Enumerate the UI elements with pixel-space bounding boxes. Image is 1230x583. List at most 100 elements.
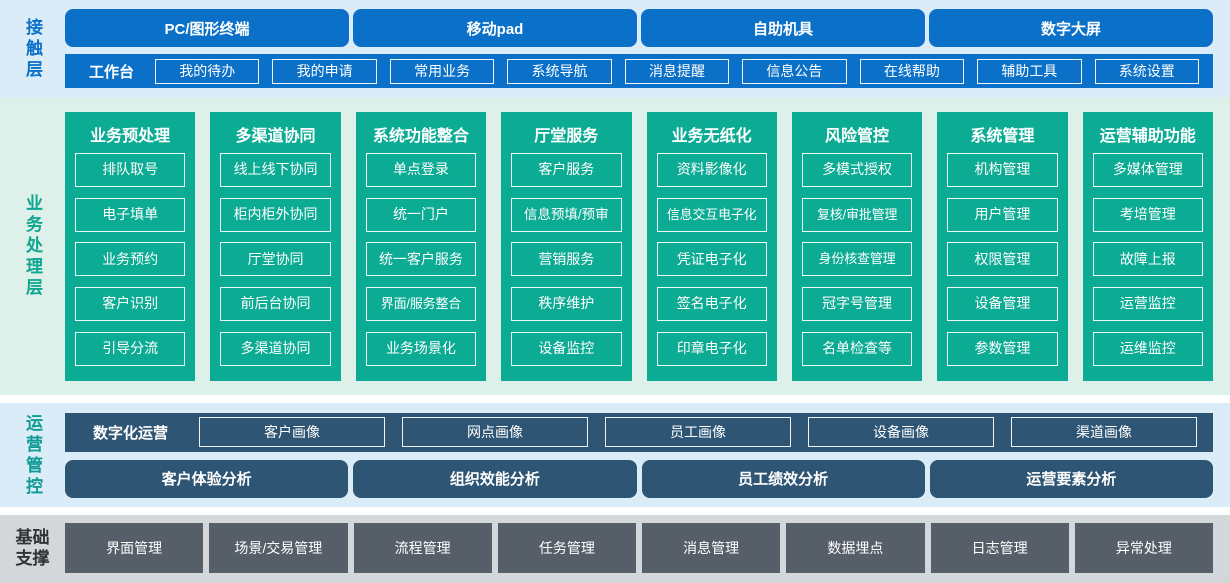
digital-operation-bar: 数字化运营 客户画像 网点画像 员工画像 设备画像 渠道画像 [65, 413, 1213, 452]
device-digital-screen: 数字大屏 [929, 9, 1213, 47]
column-title: 业务无纸化 [671, 128, 752, 145]
workbench-item-online-help: 在线帮助 [859, 58, 965, 84]
function-item: 签名电子化 [656, 287, 767, 322]
base-log-management: 日志管理 [930, 523, 1069, 573]
function-item: 单点登录 [365, 153, 477, 188]
operation-control-section: 运营管控 数字化运营 客户画像 网点画像 员工画像 设备画像 渠道画像 客户体验… [0, 403, 1230, 507]
function-item: 故障上报 [1092, 242, 1203, 277]
function-item: 运维监控 [1092, 331, 1203, 366]
workbench-item-message-reminder: 消息提醒 [624, 58, 730, 84]
function-item: 冠字号管理 [801, 287, 913, 322]
column-title: 风险管控 [825, 128, 890, 145]
workbench-item-system-settings: 系统设置 [1094, 58, 1199, 84]
column-title: 系统管理 [970, 128, 1035, 145]
device-row: PC/图形终端 移动pad 自助机具 数字大屏 [65, 9, 1213, 47]
device-self-service-machine: 自助机具 [641, 9, 925, 47]
column-title: 厅堂服务 [534, 128, 599, 145]
operation-control-gutter: 运营管控 [0, 413, 65, 498]
function-item: 多模式授权 [801, 153, 913, 188]
analysis-organization-efficiency: 组织效能分析 [353, 459, 637, 498]
business-layer-label: 业务处理层 [23, 194, 42, 299]
workbench-item-common-business: 常用业务 [389, 58, 495, 84]
column-title: 运营辅助功能 [1099, 128, 1196, 145]
function-item: 前后台协同 [220, 287, 331, 322]
portrait-customer: 客户画像 [199, 417, 386, 448]
function-item: 统一客户服务 [365, 242, 477, 277]
function-item: 电子填单 [75, 197, 186, 232]
function-item: 运营监控 [1092, 287, 1203, 322]
base-data-tracking: 数据埋点 [786, 523, 925, 573]
function-item: 参数管理 [947, 331, 1058, 366]
operation-control-label: 运营管控 [23, 413, 42, 498]
workbench-item-system-navigation: 系统导航 [507, 58, 612, 84]
column-risk-control: 风险管控 多模式授权 复核/审批管理 身份核查管理 冠字号管理 名单检查等 [791, 112, 923, 381]
function-item: 信息预填/预审 [511, 197, 622, 232]
function-item: 凭证电子化 [656, 242, 767, 277]
portrait-employee: 员工画像 [605, 417, 792, 448]
section-divider [0, 507, 1230, 515]
base-exception-handling: 异常处理 [1074, 523, 1213, 573]
workbench-item-auxiliary-tools: 辅助工具 [977, 58, 1082, 84]
base-task-management: 任务管理 [497, 523, 636, 573]
business-layer-section: 业务处理层 业务预处理 排队取号 电子填单 业务预约 客户识别 引导分流 多渠道… [0, 97, 1230, 395]
function-item: 引导分流 [75, 331, 186, 366]
base-support-label: 基础 支撑 [15, 527, 50, 568]
function-item: 界面/服务整合 [365, 287, 477, 322]
device-pc-terminal: PC/图形终端 [65, 9, 349, 47]
portrait-channel: 渠道画像 [1011, 417, 1198, 448]
function-item: 设备监控 [511, 331, 622, 366]
analysis-row: 客户体验分析 组织效能分析 员工绩效分析 运营要素分析 [65, 459, 1213, 498]
workbench-bar: 工作台 我的待办 我的申请 常用业务 系统导航 消息提醒 信息公告 在线帮助 辅… [65, 54, 1213, 88]
base-support-gutter: 基础 支撑 [0, 523, 65, 573]
portrait-device: 设备画像 [808, 417, 995, 448]
base-interface-management: 界面管理 [65, 523, 204, 573]
column-title: 系统功能整合 [372, 128, 469, 145]
function-item: 柜内柜外协同 [220, 197, 331, 232]
device-mobile-pad: 移动pad [353, 9, 637, 47]
function-item: 印章电子化 [656, 331, 767, 366]
section-divider [0, 395, 1230, 403]
function-item: 设备管理 [947, 287, 1058, 322]
function-item: 权限管理 [947, 242, 1058, 277]
function-item: 线上线下协同 [220, 153, 331, 188]
business-columns: 业务预处理 排队取号 电子填单 业务预约 客户识别 引导分流 多渠道协同 线上线… [65, 112, 1213, 381]
contact-layer-label: 接触层 [23, 17, 42, 81]
function-item: 多媒体管理 [1092, 153, 1203, 188]
business-layer-gutter: 业务处理层 [0, 112, 65, 381]
base-support-row: 界面管理 场景/交易管理 流程管理 任务管理 消息管理 数据埋点 日志管理 异常… [65, 523, 1213, 573]
analysis-operation-elements: 运营要素分析 [929, 459, 1213, 498]
function-item: 考培管理 [1092, 197, 1203, 232]
base-message-management: 消息管理 [642, 523, 781, 573]
portrait-branch: 网点画像 [402, 417, 589, 448]
function-item: 业务场景化 [365, 331, 477, 366]
column-title: 业务预处理 [90, 128, 171, 145]
function-item: 信息交互电子化 [656, 197, 767, 232]
column-business-preprocessing: 业务预处理 排队取号 电子填单 业务预约 客户识别 引导分流 [65, 112, 196, 381]
function-item: 名单检查等 [801, 331, 913, 366]
contact-layer-section: 接触层 PC/图形终端 移动pad 自助机具 数字大屏 工作台 我的待办 我的申… [0, 0, 1230, 97]
digital-operation-label: 数字化运营 [93, 424, 169, 442]
base-process-management: 流程管理 [353, 523, 492, 573]
analysis-customer-experience: 客户体验分析 [65, 459, 349, 498]
function-item: 资料影像化 [656, 153, 767, 188]
column-multichannel-collaboration: 多渠道协同 线上线下协同 柜内柜外协同 厅堂协同 前后台协同 多渠道协同 [210, 112, 341, 381]
function-item: 机构管理 [947, 153, 1058, 188]
workbench-label: 工作台 [89, 63, 135, 81]
column-title: 多渠道协同 [235, 128, 316, 145]
workbench-item-my-todo: 我的待办 [155, 58, 260, 84]
workbench-item-info-announcement: 信息公告 [742, 58, 847, 84]
function-item: 复核/审批管理 [801, 197, 913, 232]
function-item: 客户识别 [75, 287, 186, 322]
function-item: 业务预约 [75, 242, 186, 277]
base-scene-transaction-management: 场景/交易管理 [209, 523, 348, 573]
function-item: 统一门户 [365, 197, 477, 232]
function-item: 排队取号 [75, 153, 186, 188]
column-system-management: 系统管理 机构管理 用户管理 权限管理 设备管理 参数管理 [937, 112, 1068, 381]
function-item: 客户服务 [511, 153, 622, 188]
workbench-item-my-application: 我的申请 [272, 58, 377, 84]
function-item: 厅堂协同 [220, 242, 331, 277]
column-operation-auxiliary-functions: 运营辅助功能 多媒体管理 考培管理 故障上报 运营监控 运维监控 [1082, 112, 1213, 381]
function-item: 营销服务 [511, 242, 622, 277]
column-hall-service: 厅堂服务 客户服务 信息预填/预审 营销服务 秩序维护 设备监控 [501, 112, 632, 381]
